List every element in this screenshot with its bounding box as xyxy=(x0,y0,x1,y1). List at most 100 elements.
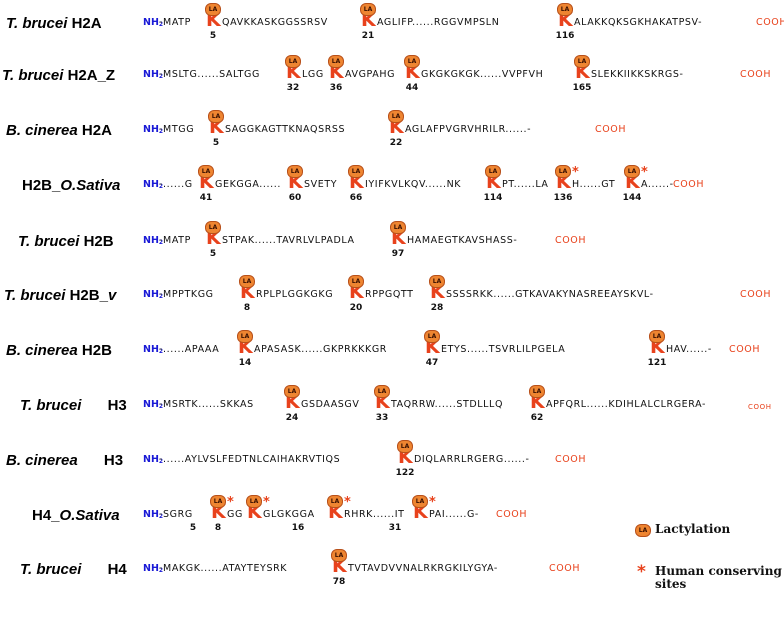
lactylation-badge: LA xyxy=(555,165,571,178)
sequence-segment: RPLPLGGKGKG xyxy=(256,289,334,300)
row-tbrucei-h4: T. brucei H4 NH2 -MAKGK......ATAYTEYSRK … xyxy=(0,549,784,590)
lactylation-badge: LA xyxy=(374,385,390,398)
sequence-segment: SLEKKIIKKSKRGS- xyxy=(591,69,684,80)
n-terminus: NH2 xyxy=(143,235,164,246)
sequence-segment: APASASK......GKPRKKKGR xyxy=(254,344,387,355)
site-number: 114 xyxy=(483,193,503,203)
sequence-segment: -MTGG xyxy=(159,124,195,135)
sequence-segment: GLGKGGA xyxy=(263,509,315,520)
sequence-segment: -SGRG xyxy=(159,509,193,520)
histone-name: H4 xyxy=(107,561,127,578)
lactylation-badge: LA xyxy=(429,275,445,288)
sequence-segment: ETYS......TSVRLILPGELA xyxy=(441,344,566,355)
human-conserving-star: * xyxy=(429,495,436,510)
sequence-segment: -......AYLVSLFEDTNLCAIHAKRVTIQS xyxy=(159,454,341,465)
lactylation-badge: LA xyxy=(397,440,413,453)
site-number: 22 xyxy=(389,138,403,148)
n-terminus: NH2 xyxy=(143,454,164,465)
lactylation-badge: LA xyxy=(412,495,428,508)
lactylation-badge: LA xyxy=(328,55,344,68)
site-number: 97 xyxy=(391,249,405,259)
histone-label: T. brucei H2B_v xyxy=(4,276,116,316)
sequence-segment: -MSRTK......SKKAS xyxy=(159,399,254,410)
lactylation-badge: LA xyxy=(246,495,262,508)
site-number: 41 xyxy=(199,193,213,203)
legend-lactylation-label: Lactylation xyxy=(655,522,731,536)
site-number: 60 xyxy=(288,193,302,203)
star-icon: * xyxy=(637,562,646,582)
histone-label: H4_O.Sativa xyxy=(32,496,120,536)
sequence-segment: GSDAASGV xyxy=(301,399,360,410)
lactylation-badge: LA xyxy=(404,55,420,68)
site-number: 116 xyxy=(555,31,575,41)
site-number: 5 xyxy=(189,523,197,533)
lactylation-badge: LA xyxy=(485,165,501,178)
sequence-segment: RPPGQTT xyxy=(365,289,414,300)
species-name: B. cinerea xyxy=(6,122,78,139)
lactylation-badge: LA xyxy=(205,3,221,16)
sequence-segment: -MATP xyxy=(159,235,191,246)
c-terminus: COOH xyxy=(748,403,772,411)
site-number: 165 xyxy=(572,83,592,93)
human-conserving-star: * xyxy=(344,495,351,510)
site-number: 122 xyxy=(395,468,415,478)
n-terminus: NH2 xyxy=(143,344,164,355)
histone-label: T. brucei H2B xyxy=(18,222,114,262)
sequence-segment: -MPPTKGG xyxy=(159,289,214,300)
site-number: 32 xyxy=(286,83,300,93)
site-number: 8 xyxy=(243,303,251,313)
species-name: T. brucei xyxy=(20,397,82,414)
species-name: T. brucei xyxy=(20,561,82,578)
c-terminus: COOH xyxy=(555,235,587,246)
sequence-segment: LGG xyxy=(302,69,324,80)
species-name: T. brucei xyxy=(6,15,68,32)
sequence-segment: -......APAAA xyxy=(159,344,220,355)
n-terminus: NH2 xyxy=(143,179,164,190)
n-terminus: NH2 xyxy=(143,17,164,28)
n-terminus: NH2 xyxy=(143,509,164,520)
lactylation-badge: LA xyxy=(529,385,545,398)
lactylation-badge: LA xyxy=(198,165,214,178)
site-number: 21 xyxy=(361,31,375,41)
row-bcinerea-h3: B. cinerea H3 NH2 -......AYLVSLFEDTNLCAI… xyxy=(0,440,784,481)
sequence-segment: STPAK......TAVRLVLPADLA xyxy=(222,235,355,246)
lactylation-badge: LA xyxy=(649,330,665,343)
c-terminus: COOH xyxy=(673,179,705,190)
lactylation-badge: LA xyxy=(327,495,343,508)
n-terminus: NH2 xyxy=(143,124,164,135)
species-name: T. brucei xyxy=(18,233,80,250)
sequence-segment: SVETY xyxy=(304,179,338,190)
lactylation-badge: LA xyxy=(208,110,224,123)
site-number: 62 xyxy=(530,413,544,423)
lactylation-badge: LA xyxy=(239,275,255,288)
sequence-segment: H......GT xyxy=(572,179,616,190)
human-conserving-star: * xyxy=(263,495,270,510)
sequence-segment: TVTAVDVVNALRKRGKILYGYA- xyxy=(348,563,498,574)
histone-label: H2B_O.Sativa xyxy=(22,166,120,206)
sequence-segment: DIQLARRLRGERG......- xyxy=(414,454,530,465)
sequence-segment: ALAKKQKSGKHAKATPSV- xyxy=(574,17,703,28)
site-number: 16 xyxy=(291,523,305,533)
legend-human-conserving-label: Human conserving sites xyxy=(655,564,782,591)
lactylation-badge: LA xyxy=(205,221,221,234)
site-number: 28 xyxy=(430,303,444,313)
sequence-segment: HAMAEGTKAVSHASS- xyxy=(407,235,518,246)
sequence-segment: SAGGKAGTTKNAQSRSS xyxy=(225,124,346,135)
histone-label: B. cinerea H2A xyxy=(6,111,112,151)
